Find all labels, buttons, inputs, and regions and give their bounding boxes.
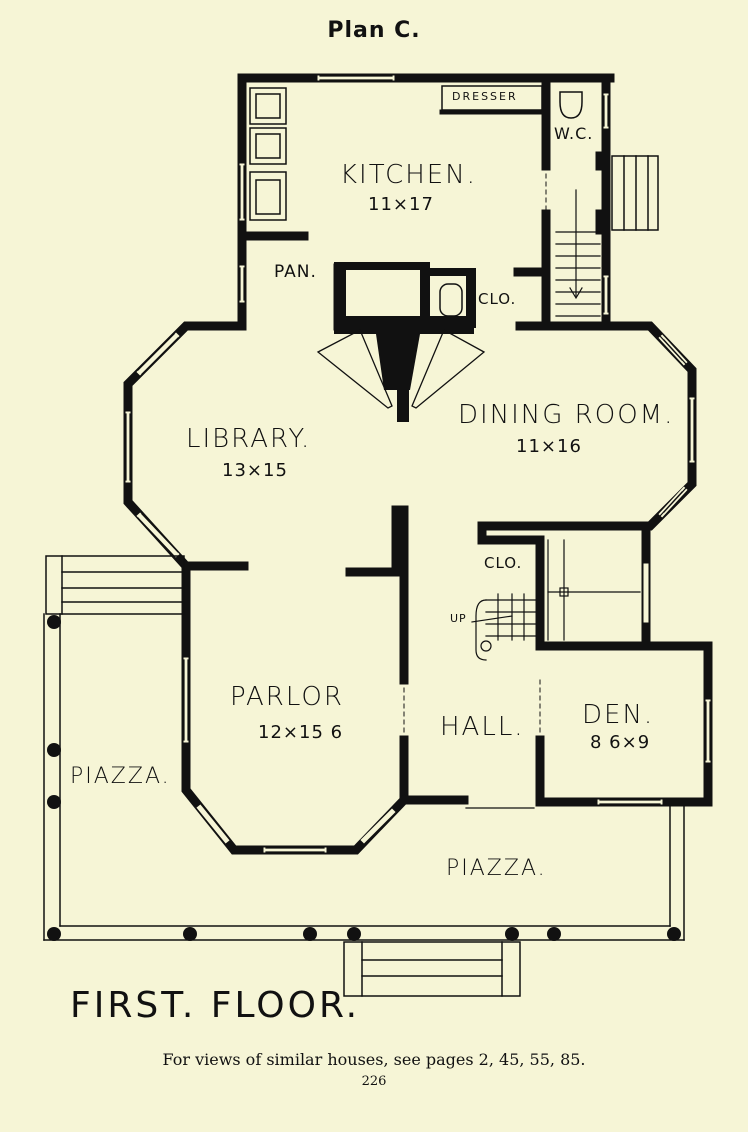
rear-steps [611,155,659,231]
piazza-front-label: PIAZZA. [446,856,547,881]
page-number: 226 [361,1074,387,1089]
kitchen-dims: 11×17 [368,194,434,215]
kitchen-cabinets [249,87,287,221]
parlor-windows [183,657,396,853]
parlor-dims: 12×15 6 [258,722,344,743]
dining-room-label: DINING ROOM. [458,400,675,430]
hall-walls [405,521,713,807]
piazza-rail [43,613,685,941]
parlor-label: PARLOR [230,682,344,712]
reference-note: For views of similar houses, see pages 2… [162,1050,586,1069]
den-windows [597,563,711,805]
hall-closet-label: CLO. [484,554,523,572]
back-stair [555,189,601,317]
pantry-label: PAN. [274,262,317,282]
front-steps [343,941,521,997]
main-stair [471,539,641,661]
wc-walls [541,81,605,331]
plan-title: Plan C. [327,18,421,43]
bay-window-lines [125,333,695,557]
fireplace-hearths [316,329,486,409]
dresser-label: DRESSER [452,90,518,103]
kitchen-range [439,283,463,317]
wc-toilet [559,91,583,119]
den-dims: 8 6×9 [590,732,651,753]
library-label: LIBRARY. [186,424,312,454]
piazza-side-steps [45,555,185,615]
hall-label: HALL. [440,712,525,742]
chimney [334,262,476,422]
wc-label: W.C. [554,124,594,143]
interior-walls [345,505,409,805]
library-dims: 13×15 [222,460,288,481]
kitchen-closet-label: CLO. [478,290,517,308]
piazza-side-label: PIAZZA. [70,764,171,789]
kitchen-label: KITCHEN. [340,160,477,190]
floor-label: FIRST. FLOOR. [70,985,361,1026]
dining-room-dims: 11×16 [516,436,582,457]
den-label: DEN. [582,700,655,730]
piazza-columns [47,615,681,941]
stair-up-label: UP [450,612,467,625]
kitchen-windows [239,75,609,315]
kitchen-window-lines [239,75,609,313]
